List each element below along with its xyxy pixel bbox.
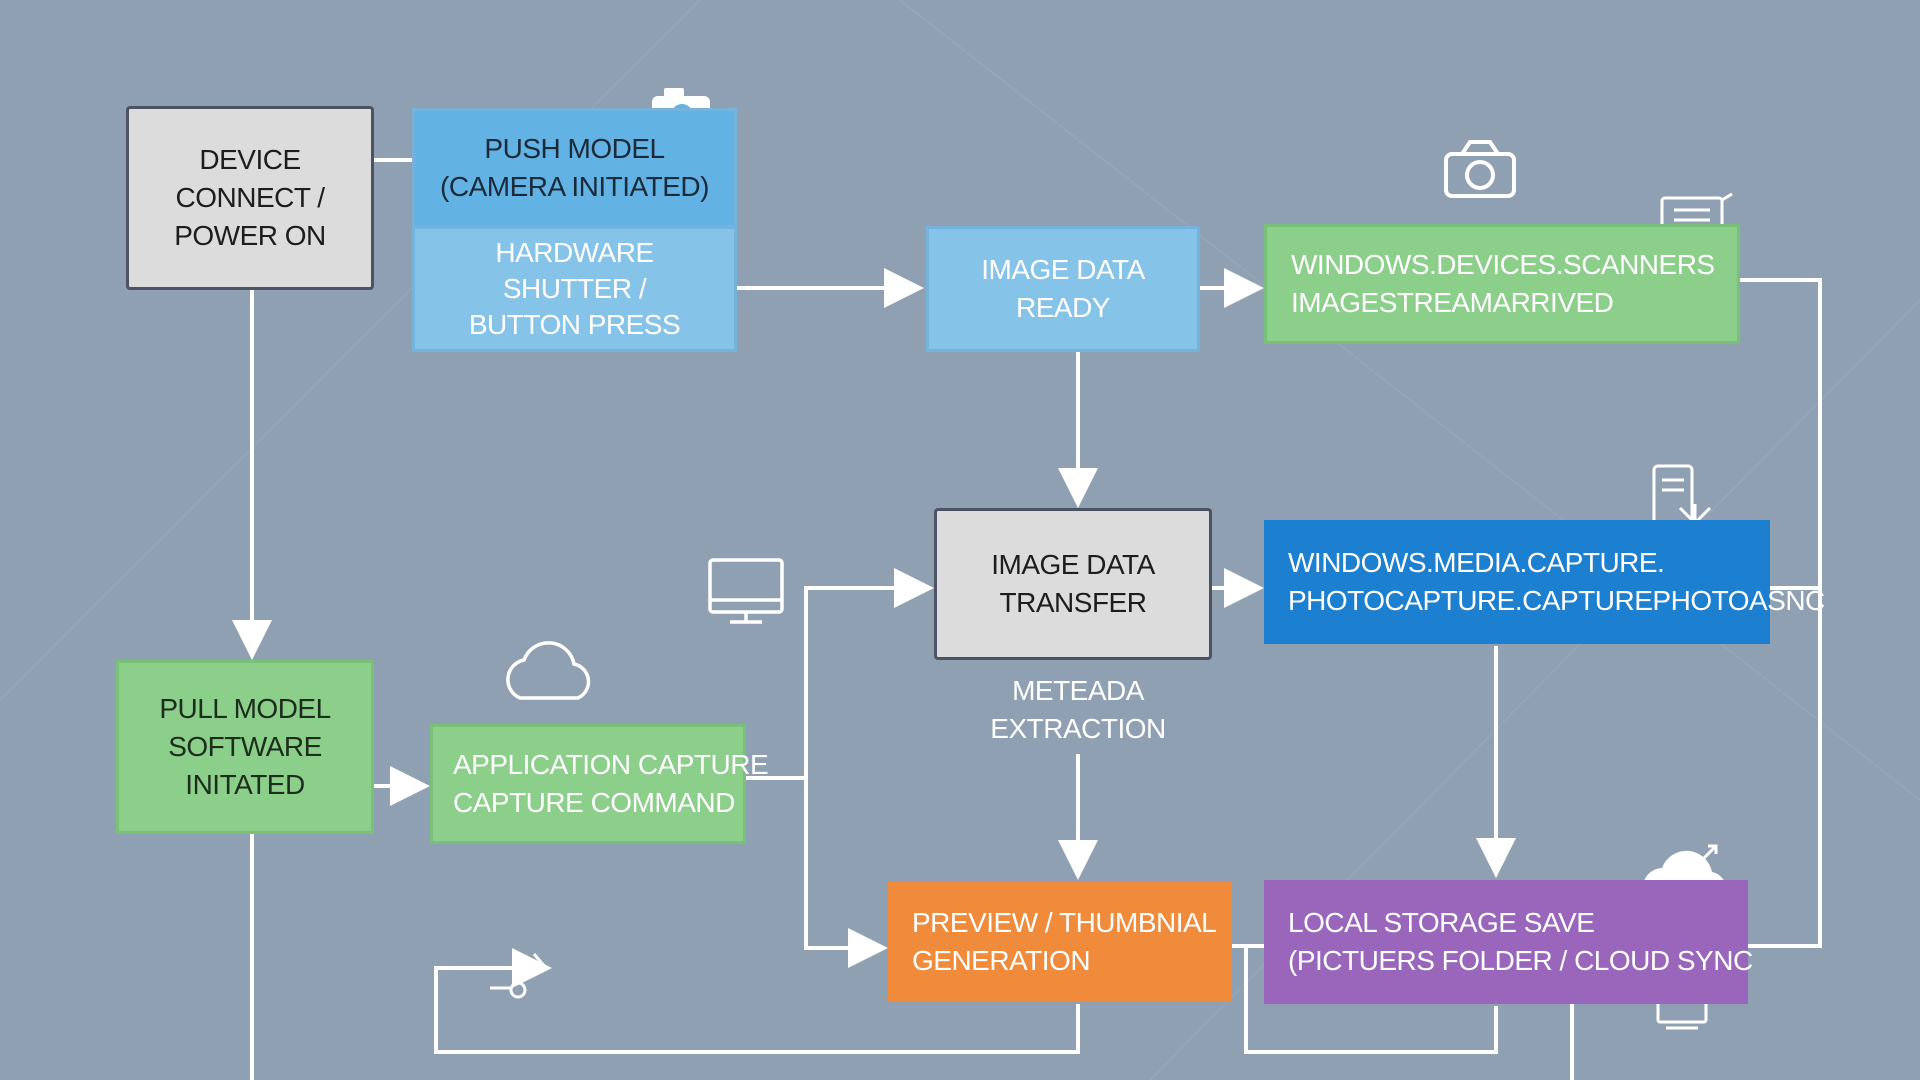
cloud-icon (506, 641, 591, 700)
node-label: GENERATION (912, 945, 1091, 976)
node-label: HARDWARE (495, 237, 654, 268)
node-label: WINDOWS.MEDIA.CAPTURE. (1288, 547, 1665, 578)
node-application-capture: APPLICATION CAPTURE CAPTURE COMMAND (430, 724, 769, 844)
node-label: PUSH MODEL (484, 133, 665, 164)
node-label: PULL MODEL (159, 693, 331, 724)
node-label: INITATED (185, 769, 305, 800)
node-label: IMAGESTREAMARRIVED (1291, 287, 1614, 318)
node-label: DEVICE (199, 144, 301, 175)
node-media-capture: WINDOWS.MEDIA.CAPTURE. PHOTOCAPTURE.CAPT… (1264, 520, 1825, 644)
node-image-data-ready: IMAGE DATA READY (926, 226, 1200, 352)
connector-loop-bottom (1244, 946, 1498, 1054)
connector-app-to-transfer (746, 568, 934, 780)
camera-outline-icon (1444, 140, 1516, 198)
node-hardware-shutter: HARDWARE SHUTTER / BUTTON PRESS (412, 226, 737, 352)
node-label: READY (1016, 292, 1110, 323)
node-label: CAPTURE COMMAND (453, 787, 735, 818)
node-label: IMAGE DATA (991, 549, 1155, 580)
node-pull-model: PULL MODEL SOFTWARE INITATED (116, 660, 374, 834)
node-label: SHUTTER / (502, 273, 647, 304)
node-label: PHOTOCAPTURE.CAPTUREPHOTOASNC (1288, 585, 1825, 616)
login-arrow-icon (490, 953, 549, 999)
node-preview-thumbnail: PREVIEW / THUMBNIAL GENERATION (888, 882, 1232, 1002)
node-label: LOCAL STORAGE SAVE (1288, 907, 1595, 938)
node-label: PREVIEW / THUMBNIAL (912, 907, 1217, 938)
node-label: METEADA (1012, 675, 1144, 706)
connector-app-to-preview (804, 778, 888, 968)
node-label: BUTTON PRESS (468, 309, 681, 340)
node-label: POWER ON (174, 220, 326, 251)
connector-loop-left (434, 948, 1080, 1054)
node-device-connect: DEVICE CONNECT / POWER ON (126, 106, 374, 290)
monitor-icon (708, 558, 784, 624)
connectors (232, 158, 1822, 1080)
node-label: CONNECT / (175, 182, 326, 213)
node-metadata-extraction: METEADA EXTRACTION (948, 670, 1208, 750)
node-label: (PICTUERS FOLDER / CLOUD SYNC (1288, 945, 1753, 976)
node-push-model: PUSH MODEL (CAMERA INITIATED) (412, 108, 737, 228)
node-scanners-event: WINDOWS.DEVICES.SCANNERS IMAGESTREAMARRI… (1264, 224, 1740, 344)
node-image-data-transfer: IMAGE DATA TRANSFER (934, 508, 1212, 660)
node-label: SOFTWARE (168, 731, 322, 762)
node-label: APPLICATION CAPTURE (453, 749, 769, 780)
connector-scanners-return (1740, 278, 1822, 948)
node-label: WINDOWS.DEVICES.SCANNERS (1291, 249, 1715, 280)
node-label: (CAMERA INITIATED) (440, 171, 709, 202)
node-label: TRANSFER (999, 587, 1147, 618)
node-label: IMAGE DATA (981, 254, 1145, 285)
node-local-storage: LOCAL STORAGE SAVE (PICTUERS FOLDER / CL… (1264, 880, 1753, 1004)
node-label: EXTRACTION (990, 713, 1166, 744)
